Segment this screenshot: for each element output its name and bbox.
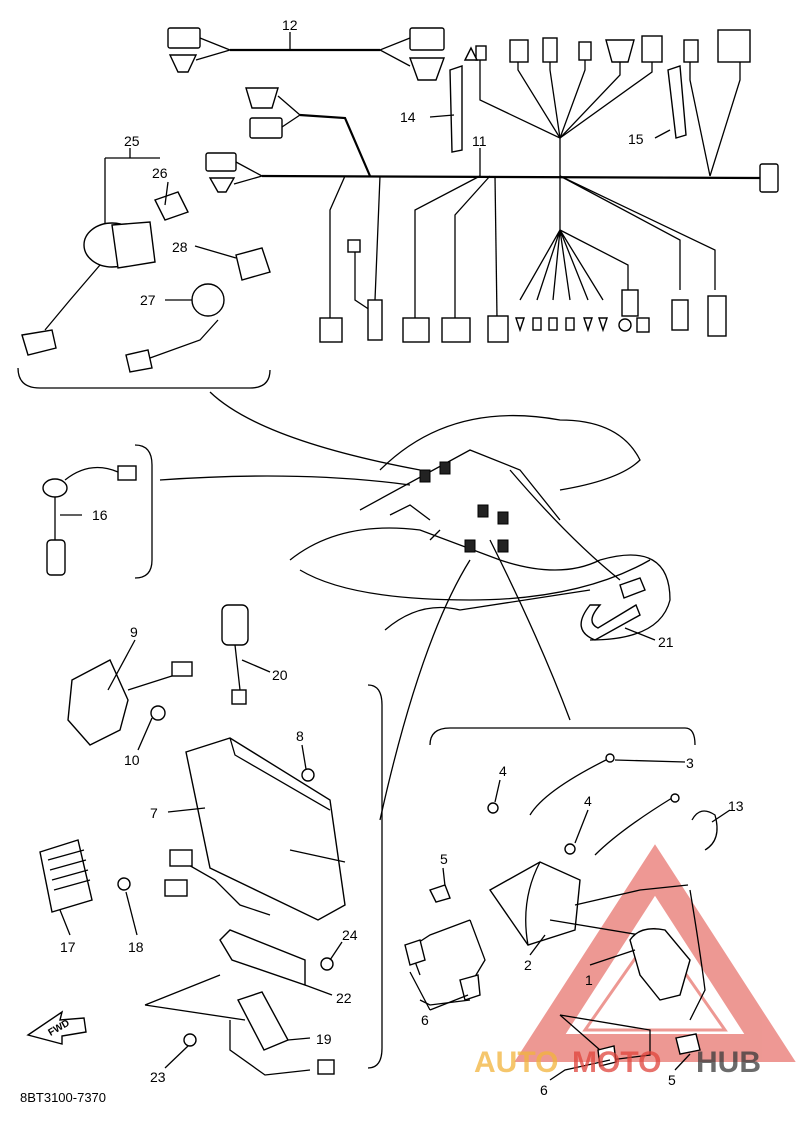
- svg-text:MOTO: MOTO: [572, 1046, 661, 1079]
- callout-18: 18: [128, 939, 144, 955]
- callout-19: 19: [316, 1031, 332, 1047]
- part-17: [39, 839, 131, 913]
- callout-22: 22: [336, 990, 352, 1006]
- callout-26: 26: [152, 165, 168, 181]
- callout-24: 24: [342, 927, 358, 943]
- callout-11: 11: [472, 133, 487, 149]
- callout-3: 3: [686, 755, 694, 771]
- sub-harness-12: [167, 27, 445, 81]
- connector-plug: [205, 152, 237, 172]
- callout-15: 15: [628, 131, 644, 147]
- callout-labels: 1 2 3 4 4 5 5 6 6 7 8 9 10 11 12 13 14 1…: [60, 17, 744, 1098]
- callout-9: 9: [130, 624, 138, 640]
- callout-5: 5: [440, 851, 448, 867]
- callout-16: 16: [92, 507, 108, 523]
- callout-6: 6: [421, 1012, 429, 1028]
- leader-lines: [59, 32, 731, 1081]
- callout-10: 10: [124, 752, 140, 768]
- part-16: [42, 444, 153, 579]
- callout-14: 14: [400, 109, 416, 125]
- part-20: [221, 604, 249, 705]
- svg-text:HUB: HUB: [696, 1046, 761, 1079]
- snowmobile-body: [159, 414, 671, 821]
- callout-27: 27: [140, 292, 156, 308]
- callout-4b: 4: [584, 793, 592, 809]
- callout-6b: 6: [540, 1082, 548, 1098]
- diagram-code: 8BT3100-7370: [20, 1090, 106, 1105]
- callout-12: 12: [282, 17, 298, 33]
- main-switch-group: [17, 148, 421, 471]
- part-7: [164, 737, 346, 921]
- part-9: [67, 659, 193, 746]
- callout-5b: 5: [668, 1072, 676, 1088]
- callout-7: 7: [150, 805, 158, 821]
- watermark-text: AUTO MOTO HUB: [474, 1046, 761, 1079]
- callout-1: 1: [585, 972, 593, 988]
- callout-20: 20: [272, 667, 288, 683]
- callout-8: 8: [296, 728, 304, 744]
- callout-13: 13: [728, 798, 744, 814]
- svg-text:AUTO: AUTO: [474, 1046, 558, 1079]
- callout-23: 23: [150, 1069, 166, 1085]
- connector-plug: [208, 177, 236, 193]
- ignition-coil-group: [404, 727, 718, 1067]
- part-22-group: [144, 684, 383, 1076]
- callout-25: 25: [124, 133, 140, 149]
- callout-28: 28: [172, 239, 188, 255]
- fwd-arrow: FWD: [26, 1010, 87, 1045]
- callout-17: 17: [60, 939, 76, 955]
- part-21: [580, 577, 646, 641]
- callout-21: 21: [658, 634, 674, 650]
- wire-harness-11: [205, 29, 779, 343]
- callout-2: 2: [524, 957, 532, 973]
- callout-4: 4: [499, 763, 507, 779]
